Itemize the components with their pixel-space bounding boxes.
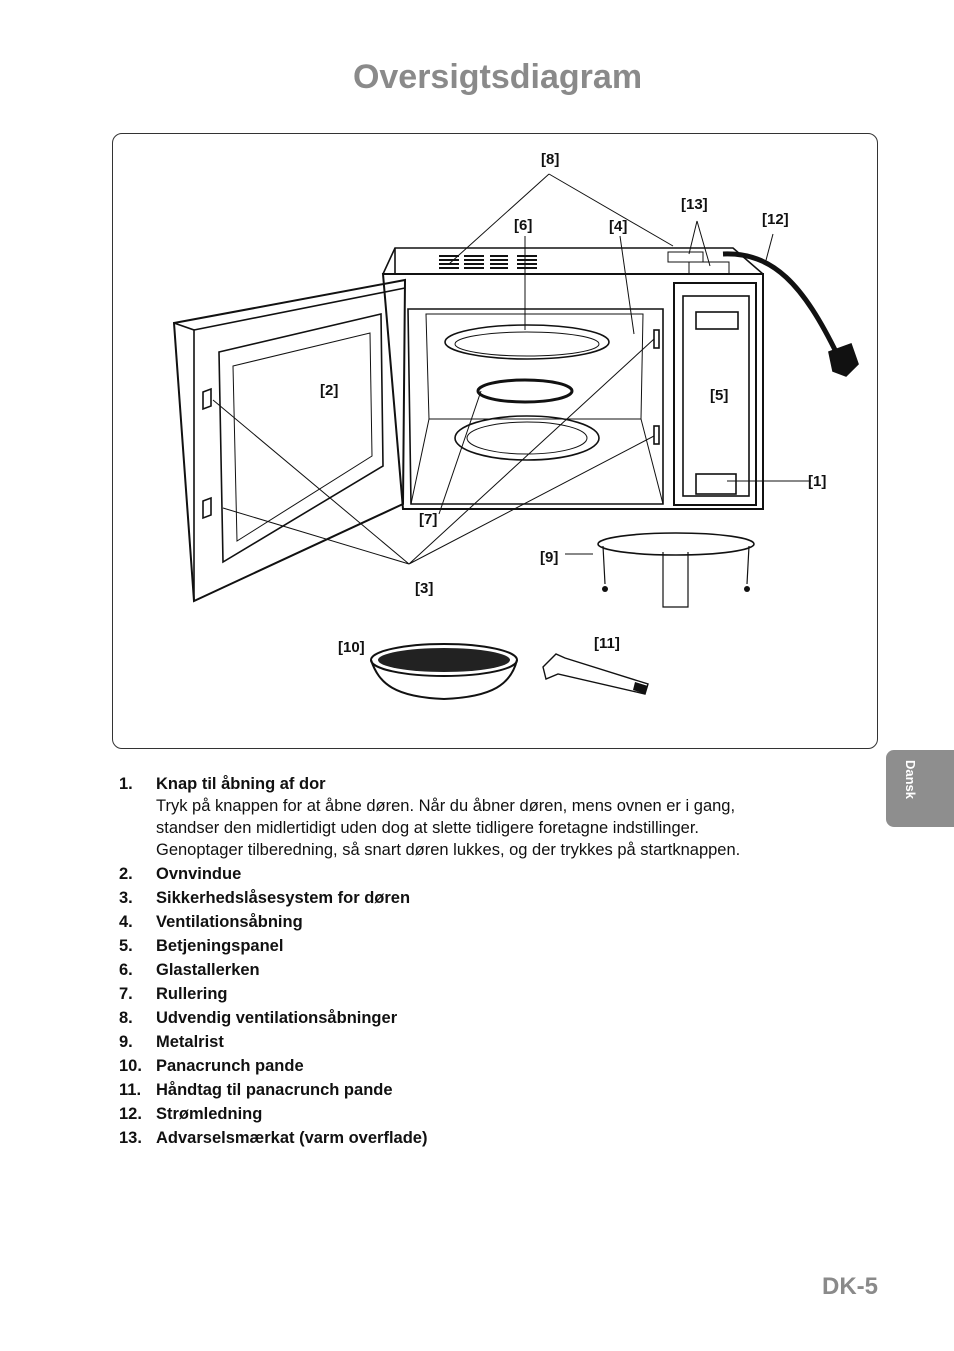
- legend-number: 4.: [119, 913, 133, 931]
- legend-item: 1. Knap til åbning af dor Tryk på knappe…: [119, 774, 819, 861]
- legend-number: 9.: [119, 1033, 133, 1051]
- legend-number: 2.: [119, 865, 133, 883]
- legend-number: 7.: [119, 985, 133, 1003]
- legend-label: Ventilationsåbning: [156, 913, 303, 931]
- callout-11: [11]: [594, 635, 620, 652]
- legend-label: Ovnvindue: [156, 865, 242, 883]
- callout-9: [9]: [540, 549, 558, 566]
- callout-7: [7]: [419, 511, 437, 528]
- legend-item: 6. Glastallerken: [119, 960, 819, 981]
- callout-6: [6]: [514, 217, 532, 234]
- legend-label: Metalrist: [156, 1033, 224, 1051]
- callout-1: [1]: [808, 473, 826, 490]
- legend-label: Håndtag til panacrunch pande: [156, 1081, 393, 1099]
- legend-item: 8. Udvendig ventilationsåbninger: [119, 1008, 819, 1029]
- legend-item: 9. Metalrist: [119, 1032, 819, 1053]
- callout-5: [5]: [710, 387, 728, 404]
- legend-label: Udvendig ventilationsåbninger: [156, 1009, 398, 1027]
- legend-item: 7. Rullering: [119, 984, 819, 1005]
- callout-4: [4]: [609, 218, 627, 235]
- legend-number: 8.: [119, 1009, 133, 1027]
- legend-item: 12. Strømledning: [119, 1104, 819, 1125]
- legend-number: 5.: [119, 937, 133, 955]
- legend-label: Panacrunch pande: [156, 1057, 304, 1075]
- callout-13: [13]: [681, 196, 708, 213]
- language-tab: Dansk: [886, 750, 954, 827]
- legend-item: 11. Håndtag til panacrunch pande: [119, 1080, 819, 1101]
- legend-number: 11.: [119, 1081, 142, 1099]
- callout-10: [10]: [338, 639, 365, 656]
- callout-12: [12]: [762, 211, 789, 228]
- parts-legend: 1. Knap til åbning af dor Tryk på knappe…: [119, 774, 819, 1152]
- legend-label: Rullering: [156, 985, 228, 1003]
- microwave-illustration: [8] [6] [4] [13] [12] [2] [5] [1] [7] [9…: [172, 151, 859, 701]
- language-tab-label: Dansk: [903, 760, 918, 800]
- legend-item: 4. Ventilationsåbning: [119, 912, 819, 933]
- legend-number: 12.: [119, 1105, 142, 1123]
- callout-8: [8]: [541, 151, 559, 168]
- legend-number: 3.: [119, 889, 133, 907]
- legend-item: 3. Sikkerhedslåsesystem for døren: [119, 888, 819, 909]
- legend-number: 6.: [119, 961, 133, 979]
- legend-item: 13. Advarselsmærkat (varm overflade): [119, 1128, 819, 1149]
- page-number: DK-5: [821, 1273, 878, 1300]
- legend-label: Glastallerken: [156, 961, 260, 979]
- legend-number: 1.: [119, 775, 133, 793]
- legend-description: Genoptager tilberedning, så snart døren …: [156, 841, 741, 859]
- legend-item: 5. Betjeningspanel: [119, 936, 819, 957]
- legend-item: 10. Panacrunch pande: [119, 1056, 819, 1077]
- microwave-diagram: [8] [6] [4] [13] [12] [2] [5] [1] [7] [9…: [112, 133, 878, 749]
- legend-label: Knap til åbning af dor: [156, 775, 326, 793]
- legend-label: Betjeningspanel: [156, 937, 284, 955]
- legend-label: Advarselsmærkat (varm overflade): [156, 1129, 428, 1147]
- legend-number: 10.: [119, 1057, 142, 1075]
- legend-label: Sikkerhedslåsesystem for døren: [156, 889, 411, 907]
- legend-item: 2. Ovnvindue: [119, 864, 819, 885]
- callout-3: [3]: [415, 580, 433, 597]
- legend-description: Tryk på knappen for at åbne døren. Når d…: [156, 797, 736, 815]
- legend-number: 13.: [119, 1129, 142, 1147]
- page-title: Oversigtsdiagram: [352, 58, 643, 96]
- legend-label: Strømledning: [156, 1105, 263, 1123]
- legend-description: standser den midlertidigt uden dog at sl…: [156, 819, 700, 837]
- callout-2: [2]: [320, 382, 338, 399]
